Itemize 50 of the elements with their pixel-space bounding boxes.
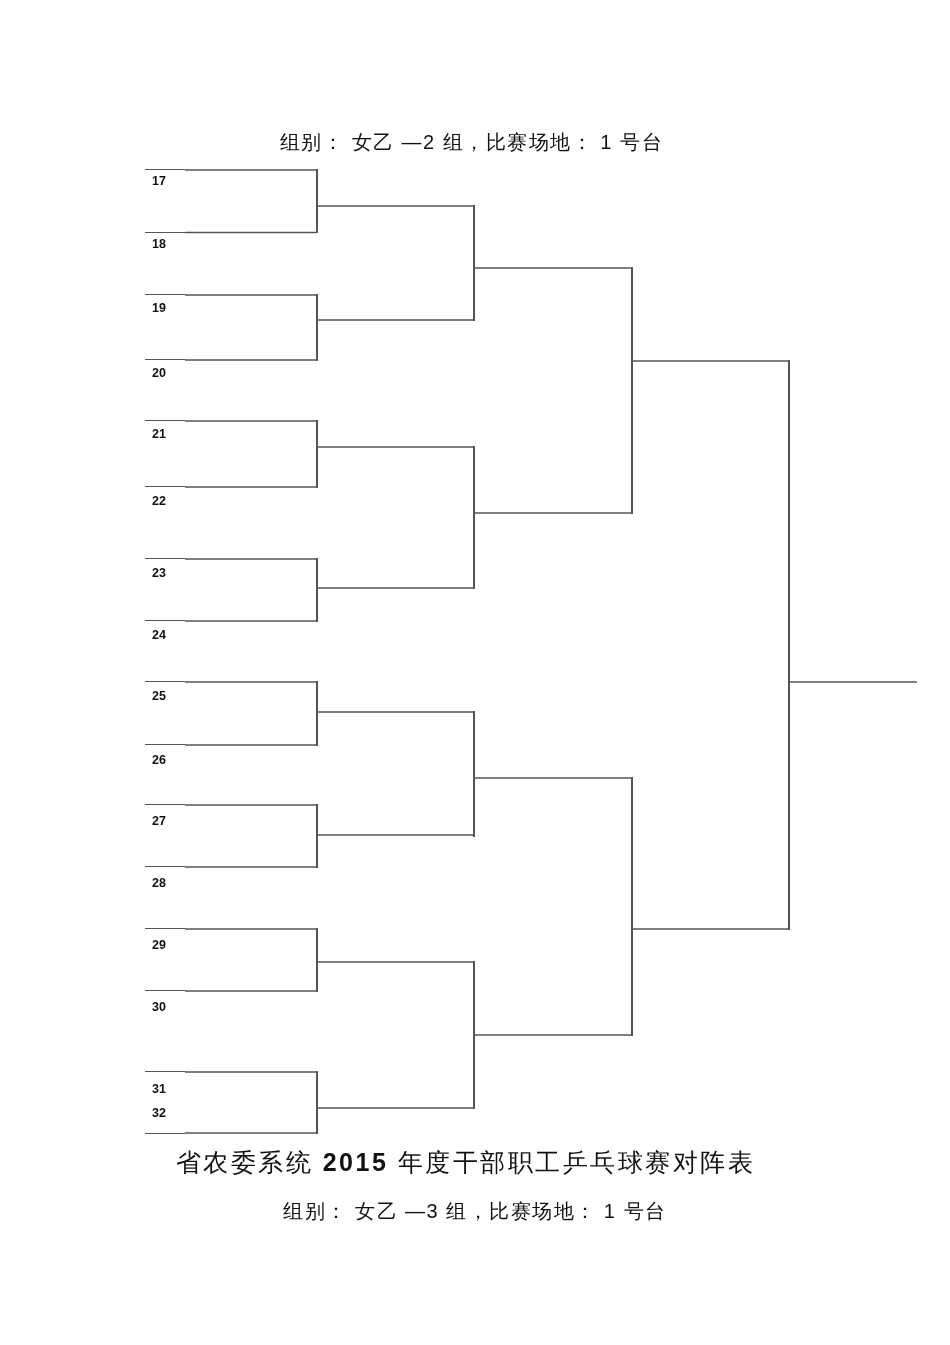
bracket-line [317, 961, 474, 963]
bracket-line [317, 446, 474, 448]
player-slot: 18 [145, 231, 185, 253]
bracket-line [474, 512, 632, 514]
player-slot: 32 [145, 1104, 185, 1134]
player-slot: 30 [145, 990, 185, 1016]
bracket-line [184, 486, 317, 488]
bracket-line [184, 420, 317, 422]
player-slot: 19 [145, 294, 185, 317]
player-slot: 25 [145, 681, 185, 705]
player-slot: 26 [145, 744, 185, 769]
bracket-line [317, 834, 474, 836]
bracket-line [184, 620, 317, 622]
bracket-line [317, 205, 474, 207]
player-slot: 23 [145, 558, 185, 582]
bracket-line [789, 681, 918, 683]
player-slot: 22 [145, 486, 185, 510]
group-info-text: 组别： 女乙 —3 组，比赛场地： 1 号台 [283, 1199, 667, 1223]
bracket-line [317, 1107, 474, 1109]
bracket-line [184, 359, 317, 361]
player-slot: 20 [145, 359, 185, 382]
bracket-line [184, 231, 317, 234]
bracket-line [184, 1071, 317, 1073]
player-slot: 29 [145, 928, 185, 954]
bracket-line [184, 744, 317, 746]
bracket-line [184, 928, 317, 930]
bracket-line [317, 319, 474, 321]
player-slot: 27 [145, 804, 185, 830]
bracket-line [317, 587, 474, 589]
player-slot: 31 [145, 1071, 185, 1098]
bracket-line [184, 681, 317, 683]
player-slot: 17 [145, 169, 185, 190]
bracket-line [317, 711, 474, 713]
bracket-line [184, 866, 317, 868]
sheet-title: 省农委系统 2015 年度干部职工乒乓球赛对阵表 [175, 1147, 756, 1177]
bracket-line [184, 804, 317, 806]
bracket-line [184, 1132, 317, 1134]
bracket-line [474, 777, 632, 779]
bracket-line [184, 169, 317, 171]
bracket-line [184, 990, 317, 992]
group-info-text: 组别： 女乙 —2 组，比赛场地： 1 号台 [280, 130, 663, 154]
bracket-line [184, 558, 317, 560]
player-slot: 21 [145, 420, 185, 443]
player-slot: 28 [145, 866, 185, 892]
bracket-line [184, 294, 317, 296]
bracket-line [632, 928, 789, 930]
bracket-line [632, 360, 789, 362]
player-slot: 24 [145, 620, 185, 644]
bracket-line [474, 267, 632, 269]
bracket-line [474, 1034, 632, 1036]
